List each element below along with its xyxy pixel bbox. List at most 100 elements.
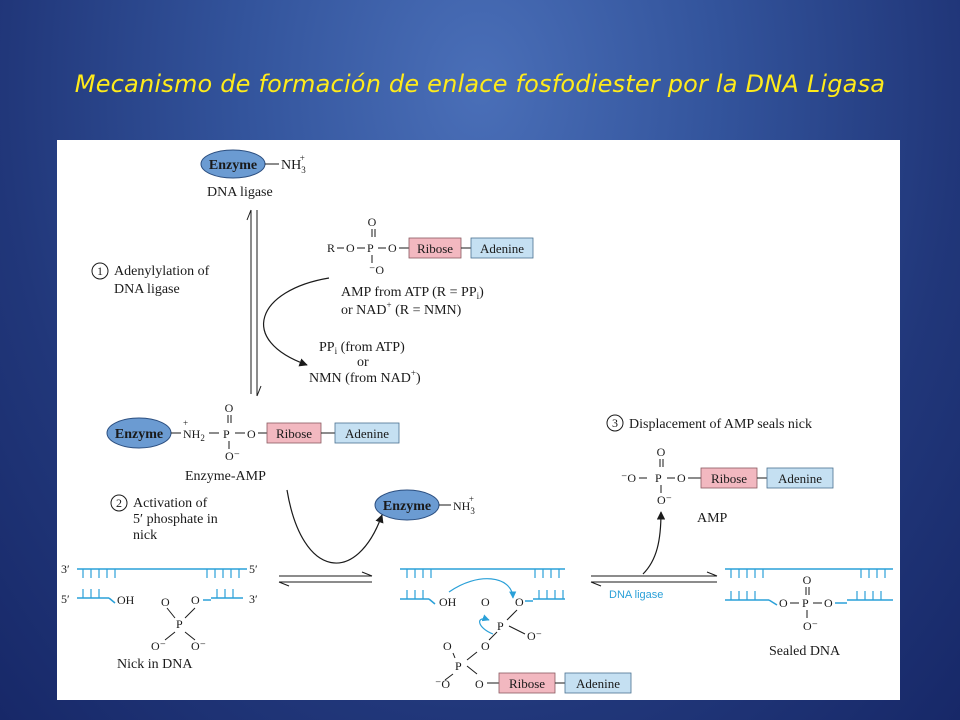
svg-text:O: O <box>191 593 200 607</box>
svg-text:5′: 5′ <box>249 562 258 576</box>
svg-text:O⁻: O⁻ <box>151 639 166 653</box>
svg-text:O: O <box>657 445 666 459</box>
svg-text:3′: 3′ <box>61 562 70 576</box>
svg-text:Adenine: Adenine <box>480 241 524 256</box>
attack-arrow <box>448 578 517 599</box>
amp-product: O ⁻O P O O⁻ Ribose Adenine AMP <box>621 445 834 526</box>
amp-source-molecule: O R O P O ⁻O Ribose Adenine AMP from ATP… <box>327 215 534 318</box>
svg-text:O: O <box>515 595 524 609</box>
svg-text:5′ phosphate in: 5′ phosphate in <box>133 512 218 527</box>
nick-label: Nick in DNA <box>117 657 193 672</box>
svg-text:DNA ligase: DNA ligase <box>114 282 180 297</box>
svg-text:O: O <box>443 639 452 653</box>
enzyme-nh3-top: Enzyme NH3+ DNA ligase <box>200 149 306 200</box>
activated-intermediate: OH O O P O⁻ O P O ⁻O O Ribose Adenine <box>400 568 632 694</box>
svg-text:R: R <box>327 241 335 255</box>
svg-text:Adenine: Adenine <box>345 426 389 441</box>
mechanism-diagram: Enzyme NH3+ DNA ligase 1 Adenylylation o… <box>61 149 893 694</box>
sealed-dna: O P O O O⁻ Sealed DNA <box>725 568 893 659</box>
svg-text:NMN (from NAD+): NMN (from NAD+) <box>309 368 421 386</box>
svg-text:O: O <box>388 241 397 255</box>
step2-curved-arrow <box>286 489 384 564</box>
svg-text:O: O <box>481 595 490 609</box>
svg-text:Adenine: Adenine <box>576 676 620 691</box>
svg-text:Ribose: Ribose <box>276 426 312 441</box>
svg-text:NH2: NH2 <box>183 427 205 443</box>
svg-text:O: O <box>803 573 812 587</box>
svg-text:O: O <box>368 215 377 229</box>
nick-in-dna: 3′ 5′ 5′ OH O 3′ O P O⁻ O⁻ Nick in DNA <box>61 562 258 672</box>
adenine-box-3 <box>564 672 632 694</box>
ligase-mechanism-figure: Enzyme NH3+ DNA ligase 1 Adenylylation o… <box>57 140 900 700</box>
svg-text:P: P <box>655 471 662 485</box>
svg-text:O: O <box>161 595 170 609</box>
svg-text:O: O <box>481 639 490 653</box>
step1-curved-arrow <box>263 277 330 367</box>
svg-text:NH3+: NH3+ <box>281 153 306 175</box>
svg-text:O⁻: O⁻ <box>225 449 240 463</box>
svg-text:or NAD+ (R = NMN): or NAD+ (R = NMN) <box>341 300 462 318</box>
dna-ligase-label: DNA ligase <box>207 185 273 200</box>
svg-text:P: P <box>455 659 462 673</box>
svg-text:Ribose: Ribose <box>417 241 453 256</box>
svg-text:⁻O: ⁻O <box>621 471 636 485</box>
svg-text:OH: OH <box>439 595 457 609</box>
svg-text:O: O <box>824 596 833 610</box>
svg-text:O⁻: O⁻ <box>803 619 818 633</box>
svg-text:2: 2 <box>116 496 122 510</box>
svg-text:or: or <box>357 355 369 370</box>
slide-title: Mecanismo de formación de enlace fosfodi… <box>74 70 886 98</box>
equilibrium-horizontal-2: DNA ligase <box>590 571 718 601</box>
leaving-arrow <box>479 614 494 635</box>
enzyme-amp: Enzyme + NH2 O P O O⁻ Ribose Adenine Enz… <box>106 401 400 484</box>
svg-text:Enzyme: Enzyme <box>383 499 431 514</box>
adenine-box-4 <box>766 467 834 489</box>
svg-text:P: P <box>367 241 374 255</box>
svg-text:P: P <box>223 427 230 441</box>
svg-text:O: O <box>247 427 256 441</box>
dna-ligase-blue-label: DNA ligase <box>609 589 663 601</box>
enzyme-nh3-released: Enzyme NH3+ <box>374 489 475 521</box>
equilibrium-horizontal-1 <box>278 571 373 587</box>
svg-text:OH: OH <box>117 593 135 607</box>
svg-text:Enzyme: Enzyme <box>115 427 163 442</box>
svg-text:Activation of: Activation of <box>133 496 208 511</box>
svg-text:O: O <box>677 471 686 485</box>
svg-text:PPi (from ATP): PPi (from ATP) <box>319 340 405 356</box>
svg-text:O⁻: O⁻ <box>527 629 542 643</box>
step3-label: 3 Displacement of AMP seals nick <box>606 414 812 432</box>
svg-text:3′: 3′ <box>249 592 258 606</box>
svg-text:Enzyme-AMP: Enzyme-AMP <box>185 469 266 484</box>
svg-text:Ribose: Ribose <box>711 471 747 486</box>
svg-text:P: P <box>176 617 183 631</box>
svg-text:Ribose: Ribose <box>509 676 545 691</box>
svg-text:+: + <box>183 418 188 428</box>
adenine-box-1 <box>470 237 534 259</box>
svg-text:NH3+: NH3+ <box>453 494 475 516</box>
svg-text:O: O <box>475 677 484 691</box>
svg-text:⁻O: ⁻O <box>369 263 384 277</box>
svg-text:5′: 5′ <box>61 592 70 606</box>
svg-text:P: P <box>497 619 504 633</box>
svg-text:⁻O: ⁻O <box>435 677 450 691</box>
svg-text:O⁻: O⁻ <box>191 639 206 653</box>
byproducts: PPi (from ATP) or NMN (from NAD+) <box>309 340 421 386</box>
step2-label: 2 Activation of 5′ phosphate in nick <box>110 494 218 543</box>
equilibrium-vertical <box>246 209 262 397</box>
svg-text:Adenylylation of: Adenylylation of <box>114 264 210 279</box>
svg-text:O: O <box>779 596 788 610</box>
sealed-label: Sealed DNA <box>769 644 841 659</box>
svg-text:3: 3 <box>612 416 618 430</box>
svg-text:nick: nick <box>133 528 157 543</box>
svg-text:1: 1 <box>97 264 103 278</box>
svg-text:Displacement of AMP seals nick: Displacement of AMP seals nick <box>629 417 812 432</box>
svg-text:Adenine: Adenine <box>778 471 822 486</box>
step1-label: 1 Adenylylation of DNA ligase <box>91 262 210 297</box>
svg-text:O: O <box>346 241 355 255</box>
svg-text:P: P <box>802 596 809 610</box>
svg-text:O⁻: O⁻ <box>657 493 672 507</box>
amp-label: AMP <box>697 511 728 526</box>
amp-release-arrow <box>642 511 666 575</box>
adenine-box-2 <box>334 422 400 444</box>
svg-text:AMP from ATP (R = PPi): AMP from ATP (R = PPi) <box>341 285 484 301</box>
